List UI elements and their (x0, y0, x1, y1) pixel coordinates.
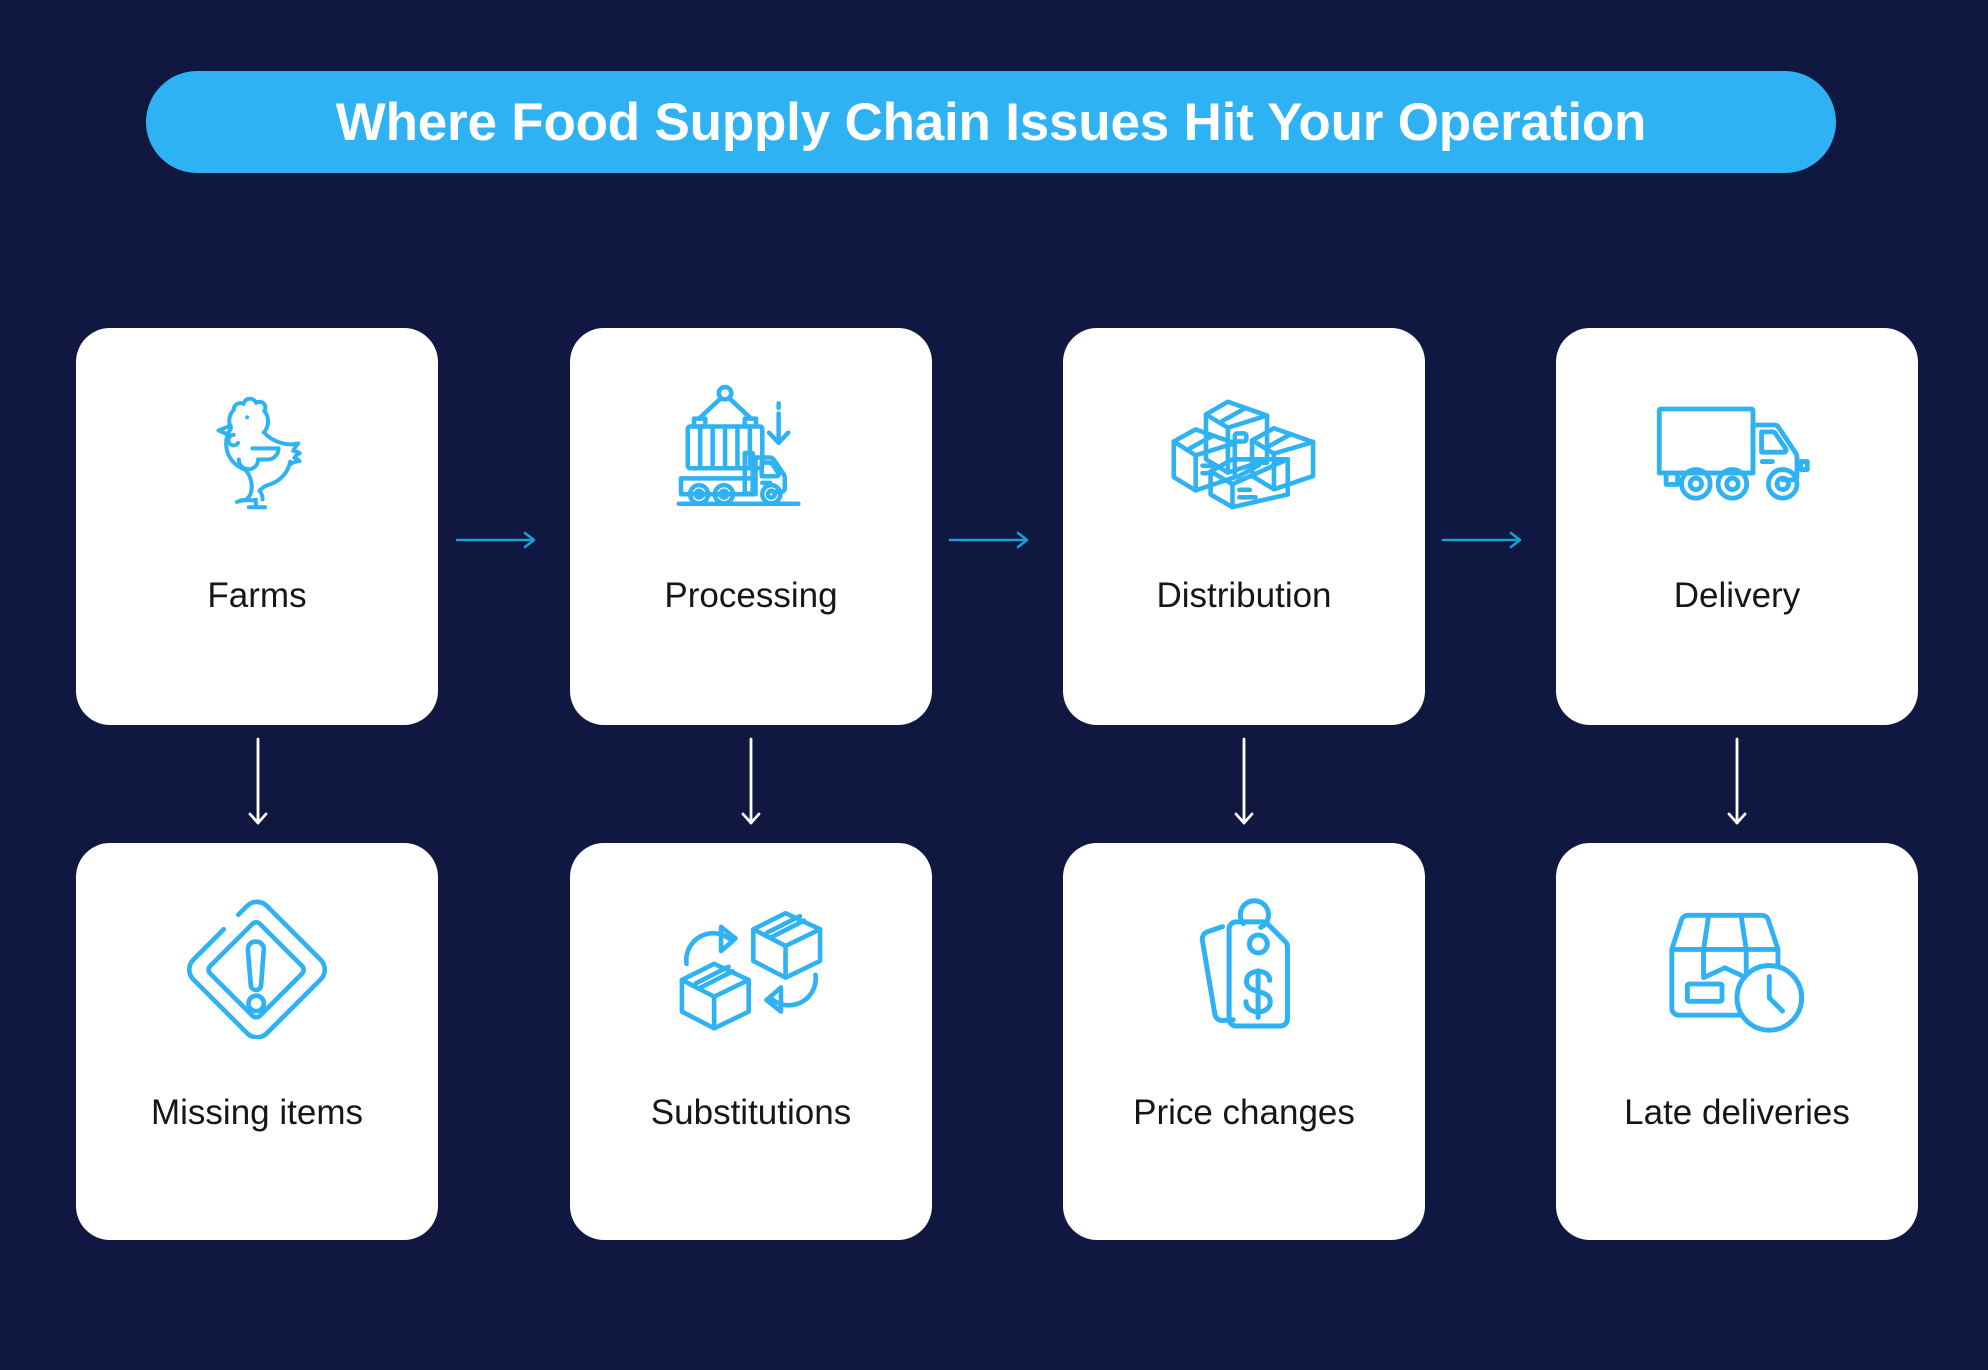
page-title: Where Food Supply Chain Issues Hit Your … (335, 92, 1647, 152)
arrow-down-icon-2 (738, 737, 764, 829)
issue-card-substitutions[interactable]: Substitutions (570, 843, 932, 1240)
stage-card-delivery[interactable]: Delivery (1556, 328, 1918, 725)
arrow-down-icon-4 (1724, 737, 1750, 829)
stage-card-farms[interactable]: Farms (76, 328, 438, 725)
issue-label-missing-items: Missing items (151, 1093, 363, 1132)
warning-diamond-icon (76, 843, 438, 1095)
issue-card-price-changes[interactable]: Price changes (1063, 843, 1425, 1240)
stacked-boxes-icon (1063, 328, 1425, 578)
arrow-right-icon-2 (948, 528, 1032, 552)
stage-card-distribution[interactable]: Distribution (1063, 328, 1425, 725)
package-clock-icon (1556, 843, 1918, 1095)
stage-label-farms: Farms (207, 576, 307, 615)
stage-card-processing[interactable]: Processing (570, 328, 932, 725)
page-title-banner: Where Food Supply Chain Issues Hit Your … (146, 71, 1836, 173)
issue-label-late-deliveries: Late deliveries (1624, 1093, 1850, 1132)
arrow-right-icon-1 (455, 528, 539, 552)
arrow-right-icon-3 (1441, 528, 1525, 552)
issue-label-price-changes: Price changes (1133, 1093, 1355, 1132)
delivery-truck-icon (1556, 328, 1918, 578)
issue-label-substitutions: Substitutions (650, 1093, 852, 1132)
chicken-icon (76, 328, 438, 578)
issue-card-missing-items[interactable]: Missing items (76, 843, 438, 1240)
stage-label-processing: Processing (664, 576, 838, 615)
issue-card-late-deliveries[interactable]: Late deliveries (1556, 843, 1918, 1240)
price-tag-dollar-icon (1063, 843, 1425, 1095)
arrow-down-icon-1 (245, 737, 271, 829)
box-swap-arrows-icon (570, 843, 932, 1095)
container-truck-crane-icon (570, 328, 932, 578)
arrow-down-icon-3 (1231, 737, 1257, 829)
stage-label-distribution: Distribution (1156, 576, 1332, 615)
stage-label-delivery: Delivery (1673, 576, 1801, 615)
